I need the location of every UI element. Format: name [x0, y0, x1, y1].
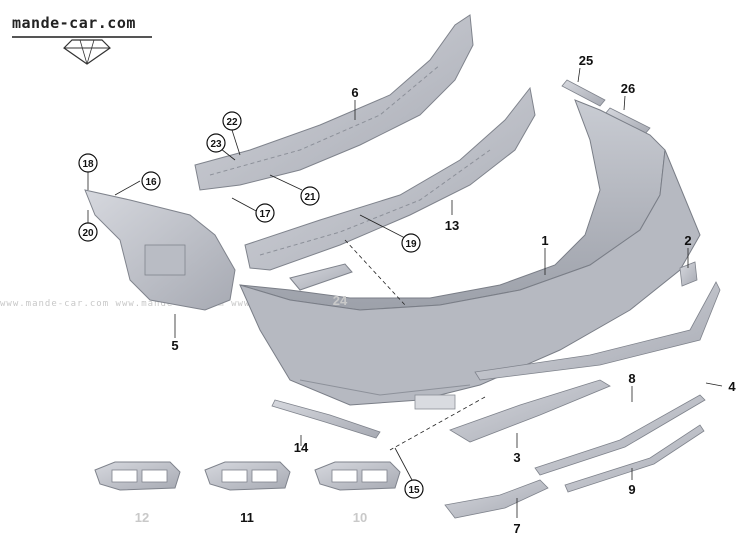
part-9-trim	[564, 424, 705, 493]
part-24-bracket	[289, 263, 353, 291]
callout-15-ring: 15	[404, 479, 424, 499]
callout-9: 9	[628, 482, 635, 497]
site-brand: mande-car.com	[12, 14, 136, 32]
part-13-carrier	[244, 86, 536, 271]
callout-7: 7	[513, 521, 520, 536]
callout-18: 18	[82, 159, 94, 170]
callout-3: 3	[513, 450, 520, 465]
callout-5: 5	[171, 338, 178, 353]
callout-13: 13	[445, 218, 459, 233]
part-6-carrier	[194, 14, 474, 191]
callout-23-ring: 23	[206, 133, 226, 153]
callout-26: 26	[621, 81, 635, 96]
callout-18-ring: 18	[78, 153, 98, 173]
part-4-trim	[474, 281, 721, 381]
callout-12: 12	[135, 510, 149, 525]
callout-1: 1	[541, 233, 548, 248]
callout-2: 2	[684, 233, 691, 248]
callout-17-ring: 17	[255, 203, 275, 223]
callout-19-ring: 19	[401, 233, 421, 253]
part-8-trim	[534, 394, 706, 476]
callout-16-ring: 16	[141, 171, 161, 191]
callout-21-ring: 21	[300, 186, 320, 206]
callout-8: 8	[628, 371, 635, 386]
callout-20-ring: 20	[78, 222, 98, 242]
callout-20: 20	[82, 228, 94, 239]
callout-23: 23	[210, 139, 222, 150]
part-25-strip	[561, 79, 606, 107]
part-10-exhaust-tip	[314, 461, 401, 491]
callout-14: 14	[294, 440, 309, 455]
callout-25: 25	[579, 53, 593, 68]
part-12-exhaust-tip	[94, 461, 181, 491]
callout-6: 6	[351, 85, 358, 100]
callout-22: 22	[226, 117, 238, 128]
callout-16: 16	[145, 177, 157, 188]
callout-10: 10	[353, 510, 367, 525]
callout-4: 4	[728, 379, 736, 394]
callout-15: 15	[408, 485, 420, 496]
part-11-exhaust-tip	[204, 461, 291, 491]
logo-diamond-icon	[63, 39, 111, 65]
brand-underline	[12, 36, 152, 38]
callout-22-ring: 22	[222, 111, 242, 131]
part-5-side-bracket	[84, 189, 236, 311]
callout-19: 19	[405, 239, 417, 250]
callout-21: 21	[304, 192, 316, 203]
callout-11: 11	[240, 510, 254, 525]
leader-lines	[87, 67, 723, 518]
part-2-cap	[679, 261, 698, 287]
part-7-diffuser	[444, 479, 549, 519]
callout-17: 17	[259, 209, 271, 220]
part-1-bumper-cover	[239, 99, 701, 410]
part-3-diffuser	[449, 379, 611, 443]
callout-24: 24	[333, 293, 348, 308]
part-14-strip	[271, 399, 381, 439]
